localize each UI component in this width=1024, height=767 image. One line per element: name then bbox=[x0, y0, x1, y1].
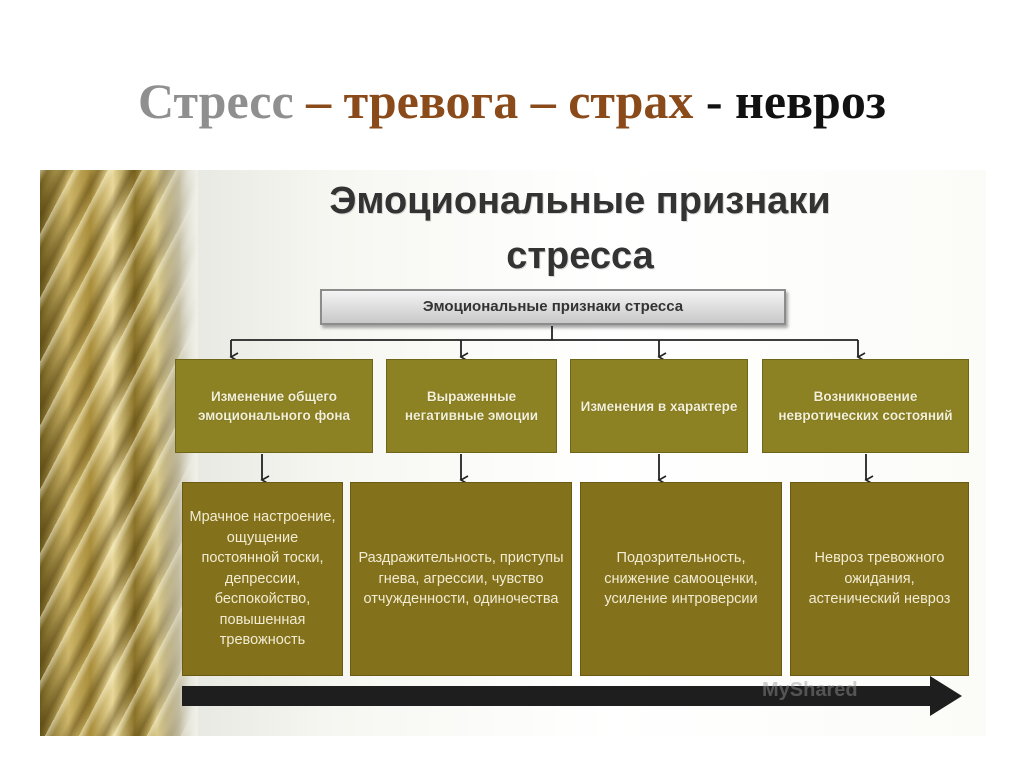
detail-box-1: Мрачное настроение, ощущение постоянной … bbox=[182, 482, 343, 676]
detail-text: Мрачное настроение, ощущение постоянной … bbox=[189, 509, 336, 649]
diagram-heading-line-2: стресса bbox=[506, 235, 654, 277]
category-box-3: Изменения в характере bbox=[570, 359, 748, 453]
title-separator-1: – bbox=[293, 73, 344, 129]
title-word-stress: Стресс bbox=[138, 73, 294, 129]
diagram-heading: Эмоциональные признаки стресса bbox=[200, 174, 960, 284]
detail-box-3: Подозрительность, снижение самооценки, у… bbox=[580, 482, 782, 676]
category-label: Выраженные негативные эмоции bbox=[404, 389, 539, 423]
category-box-1: Изменение общего эмоционального фона bbox=[175, 359, 373, 453]
title-word-fear: страх bbox=[568, 73, 694, 129]
detail-text: Раздражительность, приступы гнева, агрес… bbox=[358, 550, 564, 608]
category-label: Изменение общего эмоционального фона bbox=[197, 389, 351, 423]
watermark: MyShared bbox=[762, 679, 858, 701]
category-box-4: Возникновение невротических состояний bbox=[762, 359, 969, 453]
category-label: Изменения в характере bbox=[580, 398, 738, 414]
detail-box-4: Невроз тревожного ожидания, астенический… bbox=[790, 482, 969, 676]
detail-text: Невроз тревожного ожидания, астенический… bbox=[808, 550, 951, 608]
category-label: Возникновение невротических состояний bbox=[778, 389, 953, 423]
category-box-2: Выраженные негативные эмоции bbox=[386, 359, 557, 453]
root-node: Эмоциональные признаки стресса bbox=[320, 289, 786, 325]
slide-title: Стресс – тревога – страх - невроз bbox=[0, 66, 1024, 136]
detail-text: Подозрительность, снижение самооценки, у… bbox=[604, 550, 758, 608]
title-separator-3: - bbox=[693, 73, 736, 129]
title-separator-2: – bbox=[518, 73, 569, 129]
title-word-anxiety: тревога bbox=[343, 73, 519, 129]
title-word-neurosis: невроз bbox=[735, 73, 886, 129]
diagram-heading-line-1: Эмоциональные признаки bbox=[329, 180, 831, 222]
detail-box-2: Раздражительность, приступы гнева, агрес… bbox=[350, 482, 572, 676]
